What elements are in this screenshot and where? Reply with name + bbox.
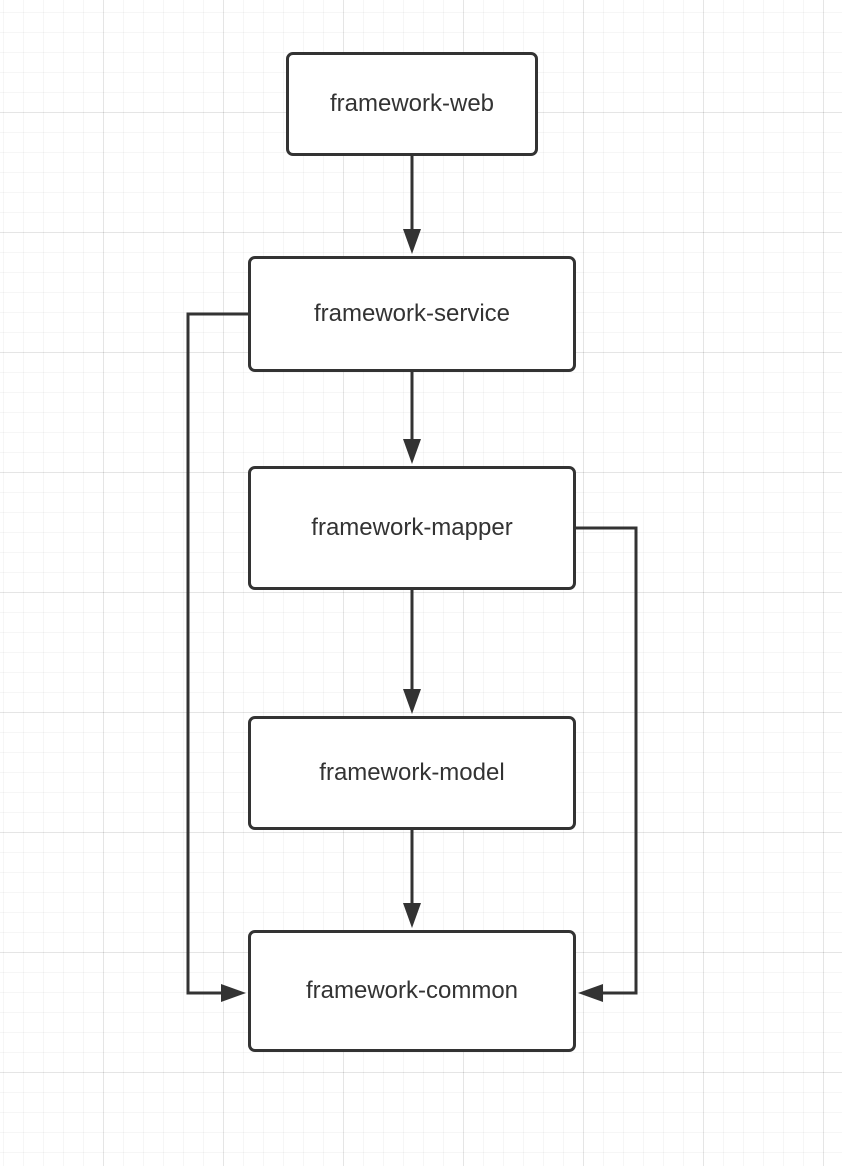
node-label-model: framework-model bbox=[319, 759, 505, 786]
edge-mapper-to-common bbox=[576, 526, 638, 995]
arrowhead-common-top bbox=[403, 903, 421, 928]
arrowhead-model-top bbox=[403, 689, 421, 714]
node-framework-mapper[interactable]: framework-mapper bbox=[248, 466, 576, 590]
arrowhead-mapper-top bbox=[403, 439, 421, 464]
node-framework-model[interactable]: framework-model bbox=[248, 716, 576, 830]
node-label-service: framework-service bbox=[313, 300, 511, 327]
arrowhead-common-left bbox=[221, 984, 246, 1002]
node-framework-service[interactable]: framework-service bbox=[248, 256, 576, 372]
arrowhead-service-top bbox=[403, 229, 421, 254]
node-framework-common[interactable]: framework-common bbox=[248, 930, 576, 1052]
node-label-common: framework-common bbox=[305, 977, 519, 1004]
node-label-mapper: framework-mapper bbox=[311, 514, 513, 541]
edge-service-to-common bbox=[186, 312, 248, 995]
arrowhead-common-right bbox=[578, 984, 603, 1002]
node-label-web: framework-web bbox=[329, 90, 495, 117]
node-framework-web[interactable]: framework-web bbox=[286, 52, 538, 156]
